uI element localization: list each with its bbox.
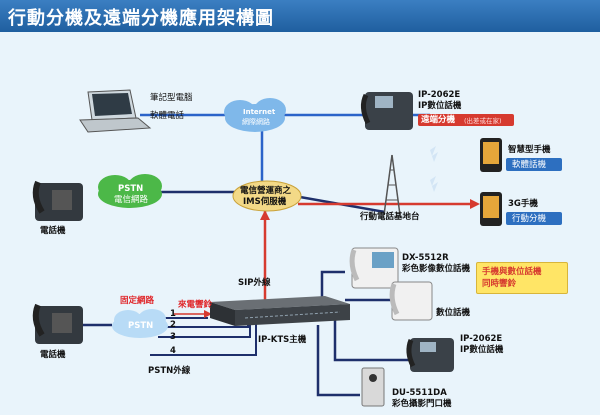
pstn-line-number-4: 4 <box>170 346 176 356</box>
pstn-cloud-top <box>98 174 162 208</box>
callout-line2: 同時響鈴 <box>482 279 517 289</box>
phone-3g-title: 3G手機 <box>508 199 538 209</box>
phone-3g-icon <box>480 192 502 226</box>
phone-left-top-icon <box>32 180 83 221</box>
pstn-line-3 <box>158 322 251 338</box>
phone-left-bottom-icon <box>32 303 83 344</box>
ims-line1: 電信營運商之 <box>240 186 292 196</box>
internet-label-en: Internet <box>243 108 276 116</box>
laptop-title: 筆記型電腦 <box>150 93 193 103</box>
ip-2062e-bottom-model: IP-2062E <box>460 334 503 344</box>
smartphone-subtitle: 軟體話機 <box>512 159 547 170</box>
digital-phone-label: 數位話機 <box>436 308 471 318</box>
ip-kts-unit-icon <box>210 296 350 326</box>
ims-server-ellipse <box>232 180 302 212</box>
ip-2062e-top-desc: IP數位話機 <box>418 101 462 111</box>
base-station-tower-icon <box>383 154 401 216</box>
pstn-line-number-1: 1 <box>170 309 176 319</box>
ims-line2: IMS伺服機 <box>243 197 287 207</box>
internet-label-zh: 網際網路 <box>242 118 270 126</box>
line-kts-door <box>316 325 360 397</box>
sip-arrow <box>260 210 270 220</box>
digital-phone-icon <box>389 281 433 321</box>
base-station-label: 行動電話基地台 <box>360 212 420 222</box>
pstn-top-line2: 電信網路 <box>114 195 149 205</box>
internet-cloud <box>224 98 286 132</box>
incoming-arrow-head <box>204 310 212 318</box>
callout-line1: 手機與數位話機 <box>482 267 542 277</box>
remote-extension-note: (出差或在家) <box>464 117 502 125</box>
pstn-cloud-bottom <box>112 309 168 338</box>
smartphone-title: 智慧型手機 <box>508 145 551 155</box>
dx-5512r-model: DX-5512R <box>402 253 449 263</box>
pstn-lines-label: PSTN外線 <box>148 366 191 376</box>
ip-2062e-top-model: IP-2062E <box>418 90 461 100</box>
pstn-line-number-2: 2 <box>170 320 176 330</box>
dx-5512r-desc: 彩色影像數位話機 <box>402 264 471 274</box>
pstn-line-number-3: 3 <box>170 332 176 342</box>
smartphone-badge: 軟體話機 <box>506 158 562 171</box>
ip-2062e-bottom-desc: IP數位話機 <box>460 345 504 355</box>
phone-left-bottom-label: 電話機 <box>40 350 66 360</box>
phone-3g-subtitle: 行動分機 <box>512 213 547 224</box>
pstn-top-line1: PSTN <box>118 184 144 194</box>
du-5511da-desc: 彩色攝影門口機 <box>392 399 452 409</box>
laptop-icon <box>79 89 152 133</box>
line-kts-ip-bottom <box>333 320 415 362</box>
pstn-line-4 <box>150 322 257 356</box>
laptop-subtitle: 軟體電話 <box>150 111 185 121</box>
simultaneous-ring-callout: 手機與數位話機 同時響鈴 <box>476 262 568 294</box>
incoming-ring-label: 來電響鈴 <box>178 300 213 310</box>
sip-trunk-label: SIP外線 <box>238 278 271 288</box>
line-kts-dx <box>320 270 345 300</box>
du-5511da-model: DU-5511DA <box>392 388 447 398</box>
ip-kts-label: IP-KTS主機 <box>258 335 307 345</box>
remote-extension-badge: 遠端分機 (出差或在家) <box>418 114 514 126</box>
fixed-network-label: 固定網路 <box>120 296 155 306</box>
ip-phone-top-icon <box>360 92 413 130</box>
door-camera-icon <box>361 367 385 407</box>
phone-left-top-label: 電話機 <box>40 226 66 236</box>
page-title: 行動分機及遠端分機應用架構圖 <box>8 8 274 29</box>
remote-extension-label: 遠端分機 <box>421 115 456 125</box>
header-bar: 行動分機及遠端分機應用架構圖 <box>0 0 600 32</box>
pstn-bottom-label: PSTN <box>128 321 154 331</box>
phone-3g-badge: 行動分機 <box>506 212 562 225</box>
arrow-3g <box>470 199 480 209</box>
wireless-signal-icon <box>430 146 438 192</box>
ip-phone-bottom-icon <box>406 338 454 372</box>
smartphone-icon <box>480 138 502 172</box>
dx-5512r-icon <box>349 247 399 289</box>
